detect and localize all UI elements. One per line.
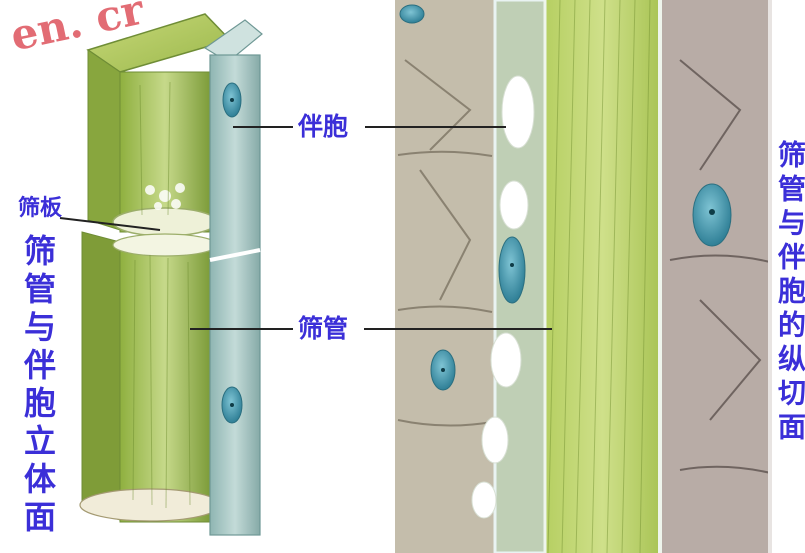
sieve-tube-3d-block xyxy=(80,14,230,522)
caption-right-vertical: 筛管与伴胞的纵切面 xyxy=(776,140,804,446)
label-sieve-plate: 筛板 xyxy=(18,198,62,220)
longitudinal-section xyxy=(395,0,805,553)
label-sieve-tube: 筛管 xyxy=(298,316,348,341)
label-companion-cell: 伴胞 xyxy=(298,114,348,139)
companion-cell-3d xyxy=(205,20,262,535)
caption-left-vertical: 筛管与伴胞立体面 xyxy=(22,234,54,538)
